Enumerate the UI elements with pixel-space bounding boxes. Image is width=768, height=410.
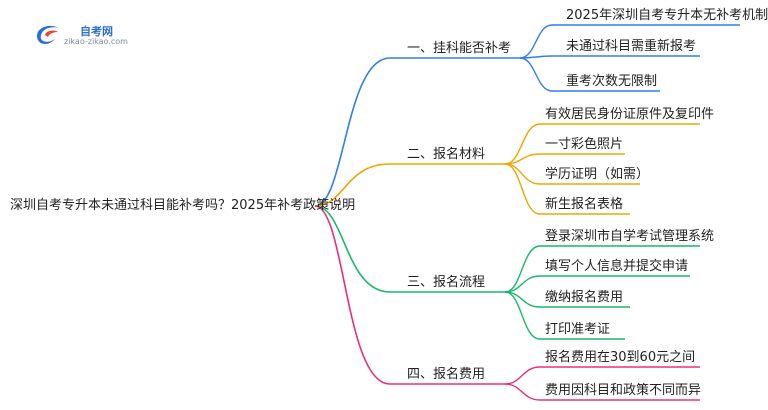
branch-1-label: 一、挂科能否补考 xyxy=(407,41,512,56)
leaf-2-4: 新生报名表格 xyxy=(545,197,624,212)
leaf-line-3-1 xyxy=(504,245,700,293)
site-logo: 自考网 zikao-zikao.com xyxy=(34,20,144,50)
leaf-4-1: 报名费用在30到60元之间 xyxy=(545,350,696,365)
leaf-3-2: 填写个人信息并提交申请 xyxy=(545,259,689,274)
leaf-line-1-1 xyxy=(519,24,740,59)
leaf-1-1: 2025年深圳自考专升本无补考机制 xyxy=(566,8,768,23)
leaf-3-1: 登录深圳市自学考试管理系统 xyxy=(545,229,715,244)
root-topic: 深圳自考专升本未通过科目能补考吗？2025年补考政策说明 xyxy=(10,198,356,213)
leaf-line-4-2 xyxy=(504,383,700,401)
leaf-line-2-1 xyxy=(504,123,700,165)
leaf-2-2: 一寸彩色照片 xyxy=(545,137,624,152)
root-branch-line-1 xyxy=(314,57,520,207)
root-branch-line-3 xyxy=(314,205,505,293)
leaf-line-4-1 xyxy=(504,366,700,385)
leaf-1-3: 重考次数无限制 xyxy=(566,74,658,89)
logo-url: zikao-zikao.com xyxy=(64,37,128,46)
leaf-3-4: 打印准考证 xyxy=(545,322,611,337)
leaf-line-2-2 xyxy=(504,153,625,165)
leaf-line-3-4 xyxy=(504,291,625,340)
branch-2-label: 二、报名材料 xyxy=(407,147,486,162)
branch-4-label: 四、报名费用 xyxy=(407,367,486,382)
leaf-line-3-2 xyxy=(504,275,690,293)
root-branch-line-2 xyxy=(314,163,505,207)
logo-swoosh-icon xyxy=(37,25,59,45)
root-branch-line-4 xyxy=(314,205,505,385)
leaf-line-3-3 xyxy=(504,291,630,308)
logo-name: 自考网 xyxy=(80,25,113,38)
leaf-line-1-3 xyxy=(519,57,660,92)
leaf-3-3: 缴纳报名费用 xyxy=(545,290,624,305)
leaf-2-3: 学历证明（如需） xyxy=(545,167,650,182)
leaf-line-2-4 xyxy=(504,163,630,215)
leaf-4-2: 费用因科目和政策不同而异 xyxy=(545,383,702,398)
branch-3-label: 三、报名流程 xyxy=(407,275,486,290)
leaf-1-2: 未通过科目需重新报考 xyxy=(566,39,697,54)
leaf-line-1-2 xyxy=(519,55,700,59)
connector-lines xyxy=(314,24,740,401)
leaf-2-1: 有效居民身份证原件及复印件 xyxy=(545,107,715,122)
